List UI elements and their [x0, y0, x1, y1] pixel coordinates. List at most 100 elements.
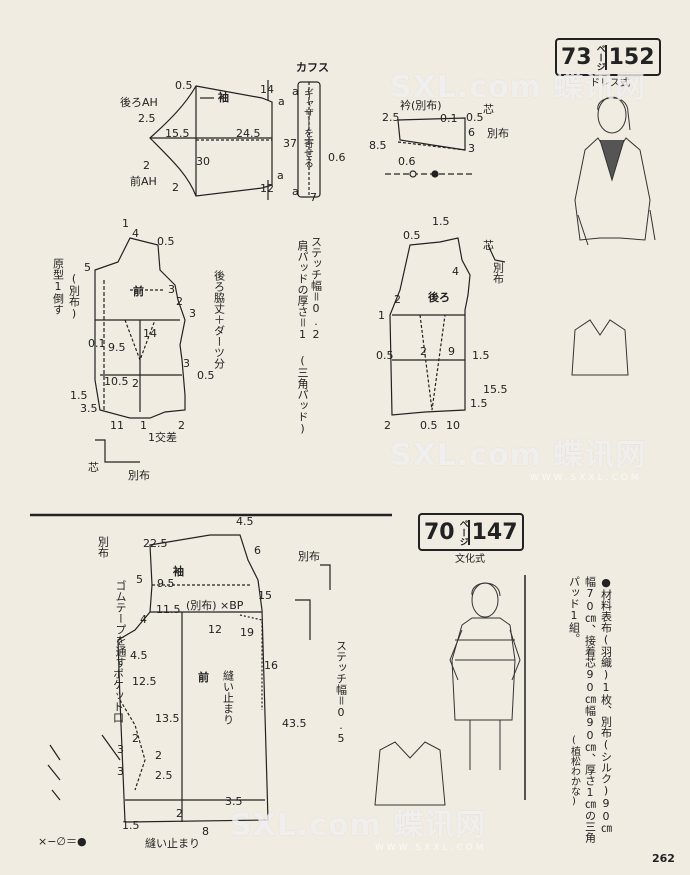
tunic-dim-21: 19 — [240, 626, 254, 639]
back-dim-7: 2 — [420, 345, 427, 358]
sleeve-dim-6: 24.5 — [236, 127, 261, 140]
cuff-dim-3: 0.6 — [328, 151, 346, 164]
back-dim-4: 2 — [394, 293, 401, 306]
page-ref-badge-73: 73 ページ 152 — [555, 38, 661, 76]
model-illustration-70 — [374, 582, 521, 806]
back-separate: 別布 — [491, 262, 505, 284]
back-dim-3: 4 — [452, 265, 459, 278]
front73-dim-18: 3 — [183, 357, 190, 370]
sleeve-dim-9: 2 — [172, 181, 179, 194]
collar-separate: 別布 — [487, 127, 509, 140]
front73-dim-6: 2 — [176, 295, 183, 308]
tunic-stitch-note: ステッチ幅＝0.5 — [334, 640, 348, 745]
materials-line2: 幅70㎝、接着芯90㎝幅90㎝、厚さ1㎝の三角 — [583, 576, 597, 843]
front-bodice-pattern — [94, 237, 186, 463]
tunic-elastic-note: ゴムテープを通す — [114, 580, 127, 668]
style-70: 文化式 — [455, 554, 485, 565]
cuff-dim-4: 7 — [310, 191, 317, 204]
front73-dim-16: 1 — [140, 419, 147, 432]
tunic-dim-13: 2 — [155, 749, 162, 762]
tunic-dim-11: 3 — [117, 743, 124, 756]
tunic-front-title: 前 — [198, 671, 209, 684]
front-tunic-pattern — [47, 534, 331, 823]
back-dim-8: 9 — [448, 345, 455, 358]
tunic-dim-10: 2 — [132, 732, 139, 745]
back-bodice-pattern — [389, 237, 506, 416]
badge-73-kana: ページ — [594, 43, 605, 71]
tunic-dim-14: 2.5 — [155, 769, 173, 782]
tunic-dim-20: 15 — [258, 589, 272, 602]
model-illustration-73 — [571, 96, 656, 376]
front73-dim-3: 0.5 — [157, 235, 175, 248]
sleeve-dim-11: a — [277, 169, 284, 182]
tunic-fabric: (別布) — [186, 599, 217, 612]
cuff-title: カフス — [296, 61, 329, 74]
tunic-dim-18: 8 — [202, 825, 209, 838]
tunic-dim-15: 43.5 — [282, 717, 307, 730]
tunic-dim-4: 9.5 — [157, 577, 175, 590]
front73-dim-11: 10.5 — [104, 375, 129, 388]
sleeve-pattern — [149, 80, 273, 200]
badge-70-kana: ページ — [457, 518, 468, 546]
front-separate-73: 別布 — [128, 469, 150, 482]
badge-70-page: 147 — [467, 519, 522, 545]
materials-line1: 表布(羽織)1枚、別布(シルク)90㎝ — [599, 611, 613, 834]
front-fabric-note: (別布) — [67, 272, 81, 320]
materials-heading: ●材料表布(羽織)1枚、別布(シルク)90㎝ — [599, 576, 613, 834]
watermark-logo-top: SXL.com 蝶讯网 — [390, 70, 647, 105]
tunic-sew-stop-bottom: 縫い止まり — [145, 837, 200, 850]
front-title-73: 前 — [133, 285, 144, 298]
back-dim-9: 1.5 — [472, 349, 490, 362]
tunic-dim-17: 2 — [176, 807, 183, 820]
collar-core: 芯 — [483, 103, 494, 116]
back-dim-6: 0.5 — [376, 349, 394, 362]
cuff-dim-1: a — [292, 85, 299, 98]
front73-dim-19: 0.5 — [197, 369, 215, 382]
cuff-pattern — [297, 81, 321, 198]
tunic-sleeve-label: 袖 — [173, 565, 184, 578]
cuff-gather-text: ギャザーを寄せる — [301, 88, 313, 168]
collar-dim-2: 2.5 — [382, 111, 400, 124]
tunic-pocket: ポケット口 — [111, 668, 125, 723]
tunic-dim-19: 1.5 — [122, 819, 140, 832]
back-core: 芯 — [483, 239, 494, 252]
cuff-dim-2: 37 — [283, 137, 297, 150]
tunic-dim-24: 6 — [254, 544, 261, 557]
tunic-dim-8: 12.5 — [132, 675, 157, 688]
back-dim-1: 0.5 — [403, 229, 421, 242]
sleeve-dim-10: 12 — [260, 182, 274, 195]
back-dim-14: 1.5 — [470, 397, 488, 410]
cuff-dim-5: a — [292, 185, 299, 198]
back-dim-13: 10 — [446, 419, 460, 432]
collar-dim-4: 6 — [468, 126, 475, 139]
front73-dim-8: 0.1 — [88, 337, 106, 350]
front73-dim-15: 11 — [110, 419, 124, 432]
front73-dim-10: 14 — [143, 327, 157, 340]
page-ref-badge-70: 70 ページ 147 — [418, 513, 524, 551]
front73-dim-5: 3 — [168, 283, 175, 296]
front73-dim-13: 1.5 — [70, 389, 88, 402]
front73-dim-2: 4 — [132, 227, 139, 240]
watermark-logo-bottom: SXL.com 蝶讯网 — [230, 808, 487, 843]
collar-title: 衿(別布) — [400, 100, 442, 111]
sleeve-dim-3: a — [278, 95, 285, 108]
sleeve-dim-1: 0.5 — [175, 79, 193, 92]
tunic-dim-2: 22.5 — [143, 537, 168, 550]
materials-heading-text: ●材料 — [599, 576, 613, 611]
front73-dim-1: 1 — [122, 217, 129, 230]
tunic-dim-23: 16 — [264, 659, 278, 672]
sleeve-dim-4: 2.5 — [138, 112, 156, 125]
sleeve-dim-7: 30 — [196, 155, 210, 168]
front73-dim-4: 5 — [84, 261, 91, 274]
materials-credit: (植松わかな) — [568, 735, 580, 807]
watermark-logo-mid: SXL.com 蝶讯网 — [390, 438, 647, 473]
tunic-dim-7: 4.5 — [130, 649, 148, 662]
front73-dim-7: 3 — [189, 307, 196, 320]
page-number: 262 — [652, 852, 675, 865]
sleeve-front-ah: 前AH — [130, 175, 157, 188]
tunic-legend: ×−∅＝● — [38, 835, 87, 848]
tunic-dim-1: 4.5 — [236, 515, 254, 528]
tunic-dim-3: 5 — [136, 573, 143, 586]
